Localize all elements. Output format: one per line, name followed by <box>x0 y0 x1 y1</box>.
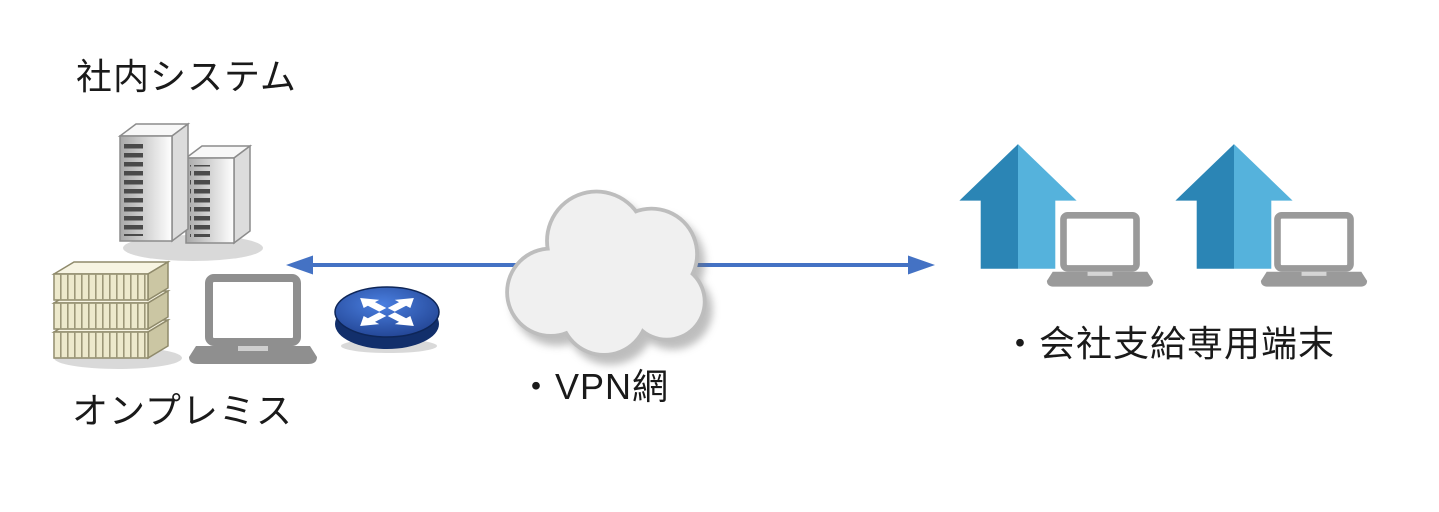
laptop-icon <box>1046 212 1154 290</box>
cloud-icon <box>490 178 718 376</box>
server-towers-icon <box>98 108 263 263</box>
laptop-icon <box>1260 212 1368 290</box>
router-icon <box>332 280 442 354</box>
company-terminal-label: ・会社支給専用端末 <box>1002 323 1336 364</box>
home-icon <box>944 142 1092 272</box>
vpn-label: ・VPN網 <box>518 366 670 407</box>
laptop-icon <box>188 274 318 368</box>
on-premise-label: オンプレミス <box>72 390 293 431</box>
home-icon <box>1160 142 1308 272</box>
internal-system-label: 社内システム <box>76 56 297 97</box>
server-rack-icon <box>46 248 186 372</box>
